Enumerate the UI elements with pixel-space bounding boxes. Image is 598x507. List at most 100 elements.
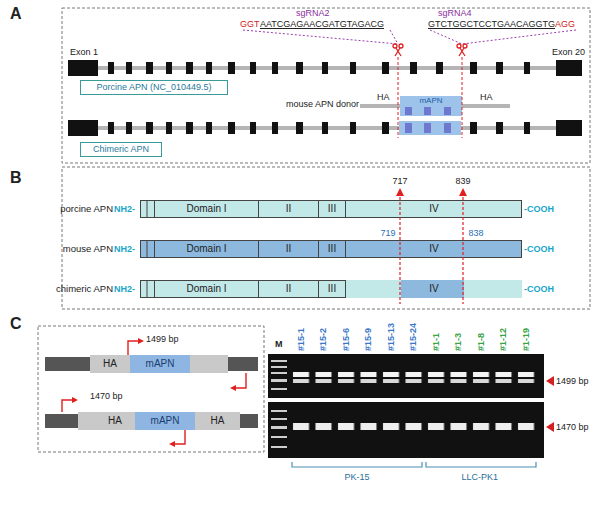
- domain-segment: III: [318, 200, 345, 218]
- boundary-arrow: [396, 188, 404, 196]
- domain-segment: Domain I: [154, 200, 258, 218]
- band-size: 1470 bp: [556, 423, 589, 432]
- band-marker: [546, 376, 554, 386]
- mouse-insert: [399, 121, 461, 135]
- node-text: HA: [108, 416, 122, 426]
- scissors-symbol: [395, 48, 401, 56]
- residue-number: 839: [456, 177, 471, 186]
- domain-segment: IV: [345, 280, 522, 298]
- lane-label: #15-2: [319, 328, 328, 351]
- gene-name-box: Porcine APN (NC_010449.5): [80, 80, 228, 95]
- exon-boxes: [68, 60, 582, 76]
- scissors-symbol: [393, 44, 397, 48]
- scissors-symbol: [393, 44, 467, 56]
- terminus-label: -COOH: [524, 245, 554, 254]
- node-text: II: [286, 244, 292, 254]
- node-text: II: [286, 284, 292, 294]
- lane-label: #1-3: [454, 333, 463, 351]
- protein-bar: mouse APNDomain IIIIIIIV: [140, 240, 522, 258]
- node-text: III: [328, 244, 336, 254]
- terminus-label: NH2-: [114, 245, 135, 254]
- node-text: Porcine APN (NC_010449.5): [96, 83, 211, 92]
- node-text: IV: [429, 244, 438, 254]
- residue-number: 717: [393, 177, 408, 186]
- domain-segment: III: [318, 240, 345, 258]
- lane-label: #1-19: [522, 328, 531, 351]
- arm-label: HA: [480, 93, 493, 102]
- domain-segment: II: [258, 240, 318, 258]
- genome-flank: [240, 414, 258, 428]
- band-size: 1499 bp: [556, 377, 589, 386]
- residue-number: 719: [381, 229, 396, 238]
- lane-label: M: [275, 340, 283, 349]
- domain-segment: Domain I: [154, 240, 258, 258]
- domain-segment: Domain I: [154, 280, 258, 298]
- exon-boxes: [68, 120, 582, 136]
- domain-segment: II: [258, 280, 318, 298]
- amplicon-size: 1499 bp: [146, 335, 179, 344]
- bar-heading: mouse APN: [63, 244, 113, 254]
- homology-arm: HA: [195, 412, 240, 430]
- cut-line: [398, 57, 462, 138]
- node-text: mAPN: [151, 416, 180, 426]
- node-text: Domain I: [186, 204, 226, 214]
- pam-sequence: GGT: [240, 20, 260, 29]
- lane-label: #15-24: [409, 323, 418, 351]
- group-label: LLC-PK1: [462, 473, 499, 482]
- domain-segment: III: [318, 280, 345, 298]
- guide-sequence: AATCGAGAACGATGTAGACG: [260, 20, 384, 29]
- node-text: Domain I: [186, 284, 226, 294]
- genome-flank: [45, 357, 90, 371]
- genome-flank: [228, 357, 258, 371]
- terminus-label: NH2-: [114, 285, 135, 294]
- homology-arm: [78, 412, 95, 430]
- node-text: III: [328, 284, 336, 294]
- panel-letter: C: [10, 316, 22, 332]
- arm-label: HA: [377, 93, 390, 102]
- lane-label: #15-9: [364, 328, 373, 351]
- boundary-arrow: [459, 188, 467, 196]
- guide-leader: [243, 30, 576, 44]
- homology-arm: HA: [90, 355, 130, 373]
- node-text: mAPN: [146, 359, 175, 369]
- terminus-label: -COOH: [524, 205, 554, 214]
- protein-bar: chimeric APNDomain IIIIIIIV: [140, 280, 522, 298]
- primer-arrow: [62, 341, 246, 444]
- node-text: HA: [103, 359, 117, 369]
- domain-segment: II: [258, 200, 318, 218]
- insert-box: mAPN: [135, 412, 195, 430]
- gel-bands: [290, 354, 538, 458]
- genome-flank: [45, 414, 78, 428]
- lane-label: #1-1: [432, 333, 441, 351]
- pam-sequence: AGG: [555, 20, 575, 29]
- terminus-label: -COOH: [524, 285, 554, 294]
- primer-arrow: [175, 430, 185, 444]
- scissors-symbol: [399, 44, 403, 48]
- bar-heading: chimeric APN: [56, 284, 113, 294]
- exon-label: Exon 20: [552, 48, 585, 57]
- group-bracket: [292, 462, 422, 467]
- scissors-symbol: [463, 44, 467, 48]
- gene-name-box: Chimeric APN: [80, 142, 162, 157]
- group-bracket: [426, 462, 536, 467]
- node-text: Domain I: [186, 244, 226, 254]
- guide-name: sgRNA2: [296, 9, 330, 18]
- primer-arrow: [138, 338, 144, 344]
- node-text: HA: [211, 416, 225, 426]
- panel-letter: A: [10, 6, 22, 22]
- band-marker: [546, 422, 554, 432]
- primer-arrow: [128, 341, 139, 355]
- primer-arrow: [230, 385, 236, 391]
- insert-box: mAPN: [130, 355, 190, 373]
- panel-letter: B: [10, 170, 22, 186]
- protein-bar: porcine APNDomain IIIIIIIV: [140, 200, 522, 218]
- lane-label: #15-1: [297, 328, 306, 351]
- panel-frame: [62, 8, 590, 163]
- residue-number: 838: [469, 229, 484, 238]
- homology-arm: HA: [95, 412, 135, 430]
- donor-label: mouse APN donor: [286, 100, 359, 109]
- panel-frame: [62, 167, 590, 309]
- primer-arrow: [72, 397, 78, 403]
- mouse-exons: [405, 123, 451, 133]
